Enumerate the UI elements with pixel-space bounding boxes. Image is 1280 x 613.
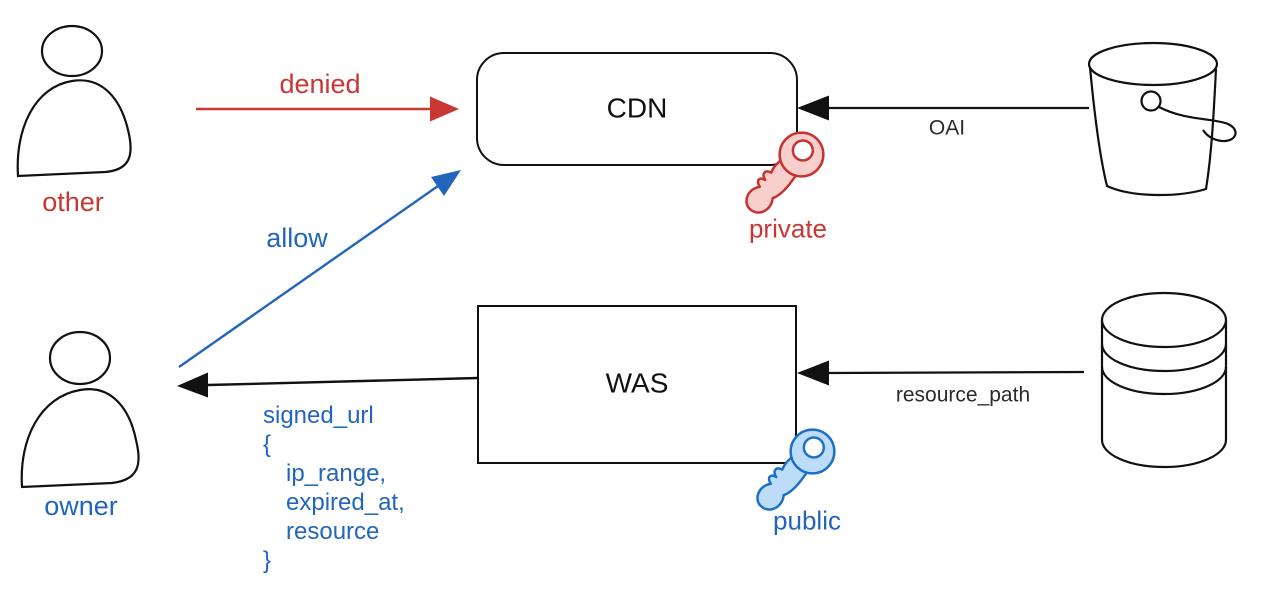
signed-url-line: ip_range,: [286, 460, 387, 487]
oai-arrow: [797, 95, 1089, 121]
denied-arrow: [196, 96, 459, 122]
signed-url-arrow: [177, 372, 479, 398]
allow-arrow: [178, 170, 461, 368]
private-key-label: private: [748, 213, 828, 244]
was-node: [477, 305, 797, 464]
bucket-icon: [1087, 41, 1237, 197]
signed-url-edge-label: signed_url { ip_range, expired_at, resou…: [263, 401, 405, 575]
database-icon: [1100, 291, 1228, 469]
cdn-node: [476, 52, 798, 166]
owner-label: owner: [44, 491, 118, 522]
public-key-label: public: [773, 505, 841, 536]
signed-url-line: resource: [286, 518, 380, 545]
signed-url-line: {: [263, 431, 272, 458]
signed-url-line: expired_at,: [286, 489, 405, 516]
other-label: other: [42, 187, 104, 218]
resource-path-edge-label: resource_path: [895, 383, 1031, 407]
cdn-label: CDN: [606, 92, 668, 124]
owner-person-icon: [20, 330, 140, 489]
signed-url-line: }: [263, 547, 272, 574]
oai-edge-label: OAI: [928, 116, 966, 140]
other-person-icon: [16, 24, 132, 178]
was-label: WAS: [605, 367, 669, 399]
private-key-icon: [745, 131, 825, 214]
allow-edge-label: allow: [266, 223, 328, 254]
public-key-icon: [756, 428, 836, 511]
signed-url-line: signed_url: [263, 402, 374, 429]
resource-path-arrow: [797, 360, 1085, 386]
denied-edge-label: denied: [279, 69, 361, 100]
